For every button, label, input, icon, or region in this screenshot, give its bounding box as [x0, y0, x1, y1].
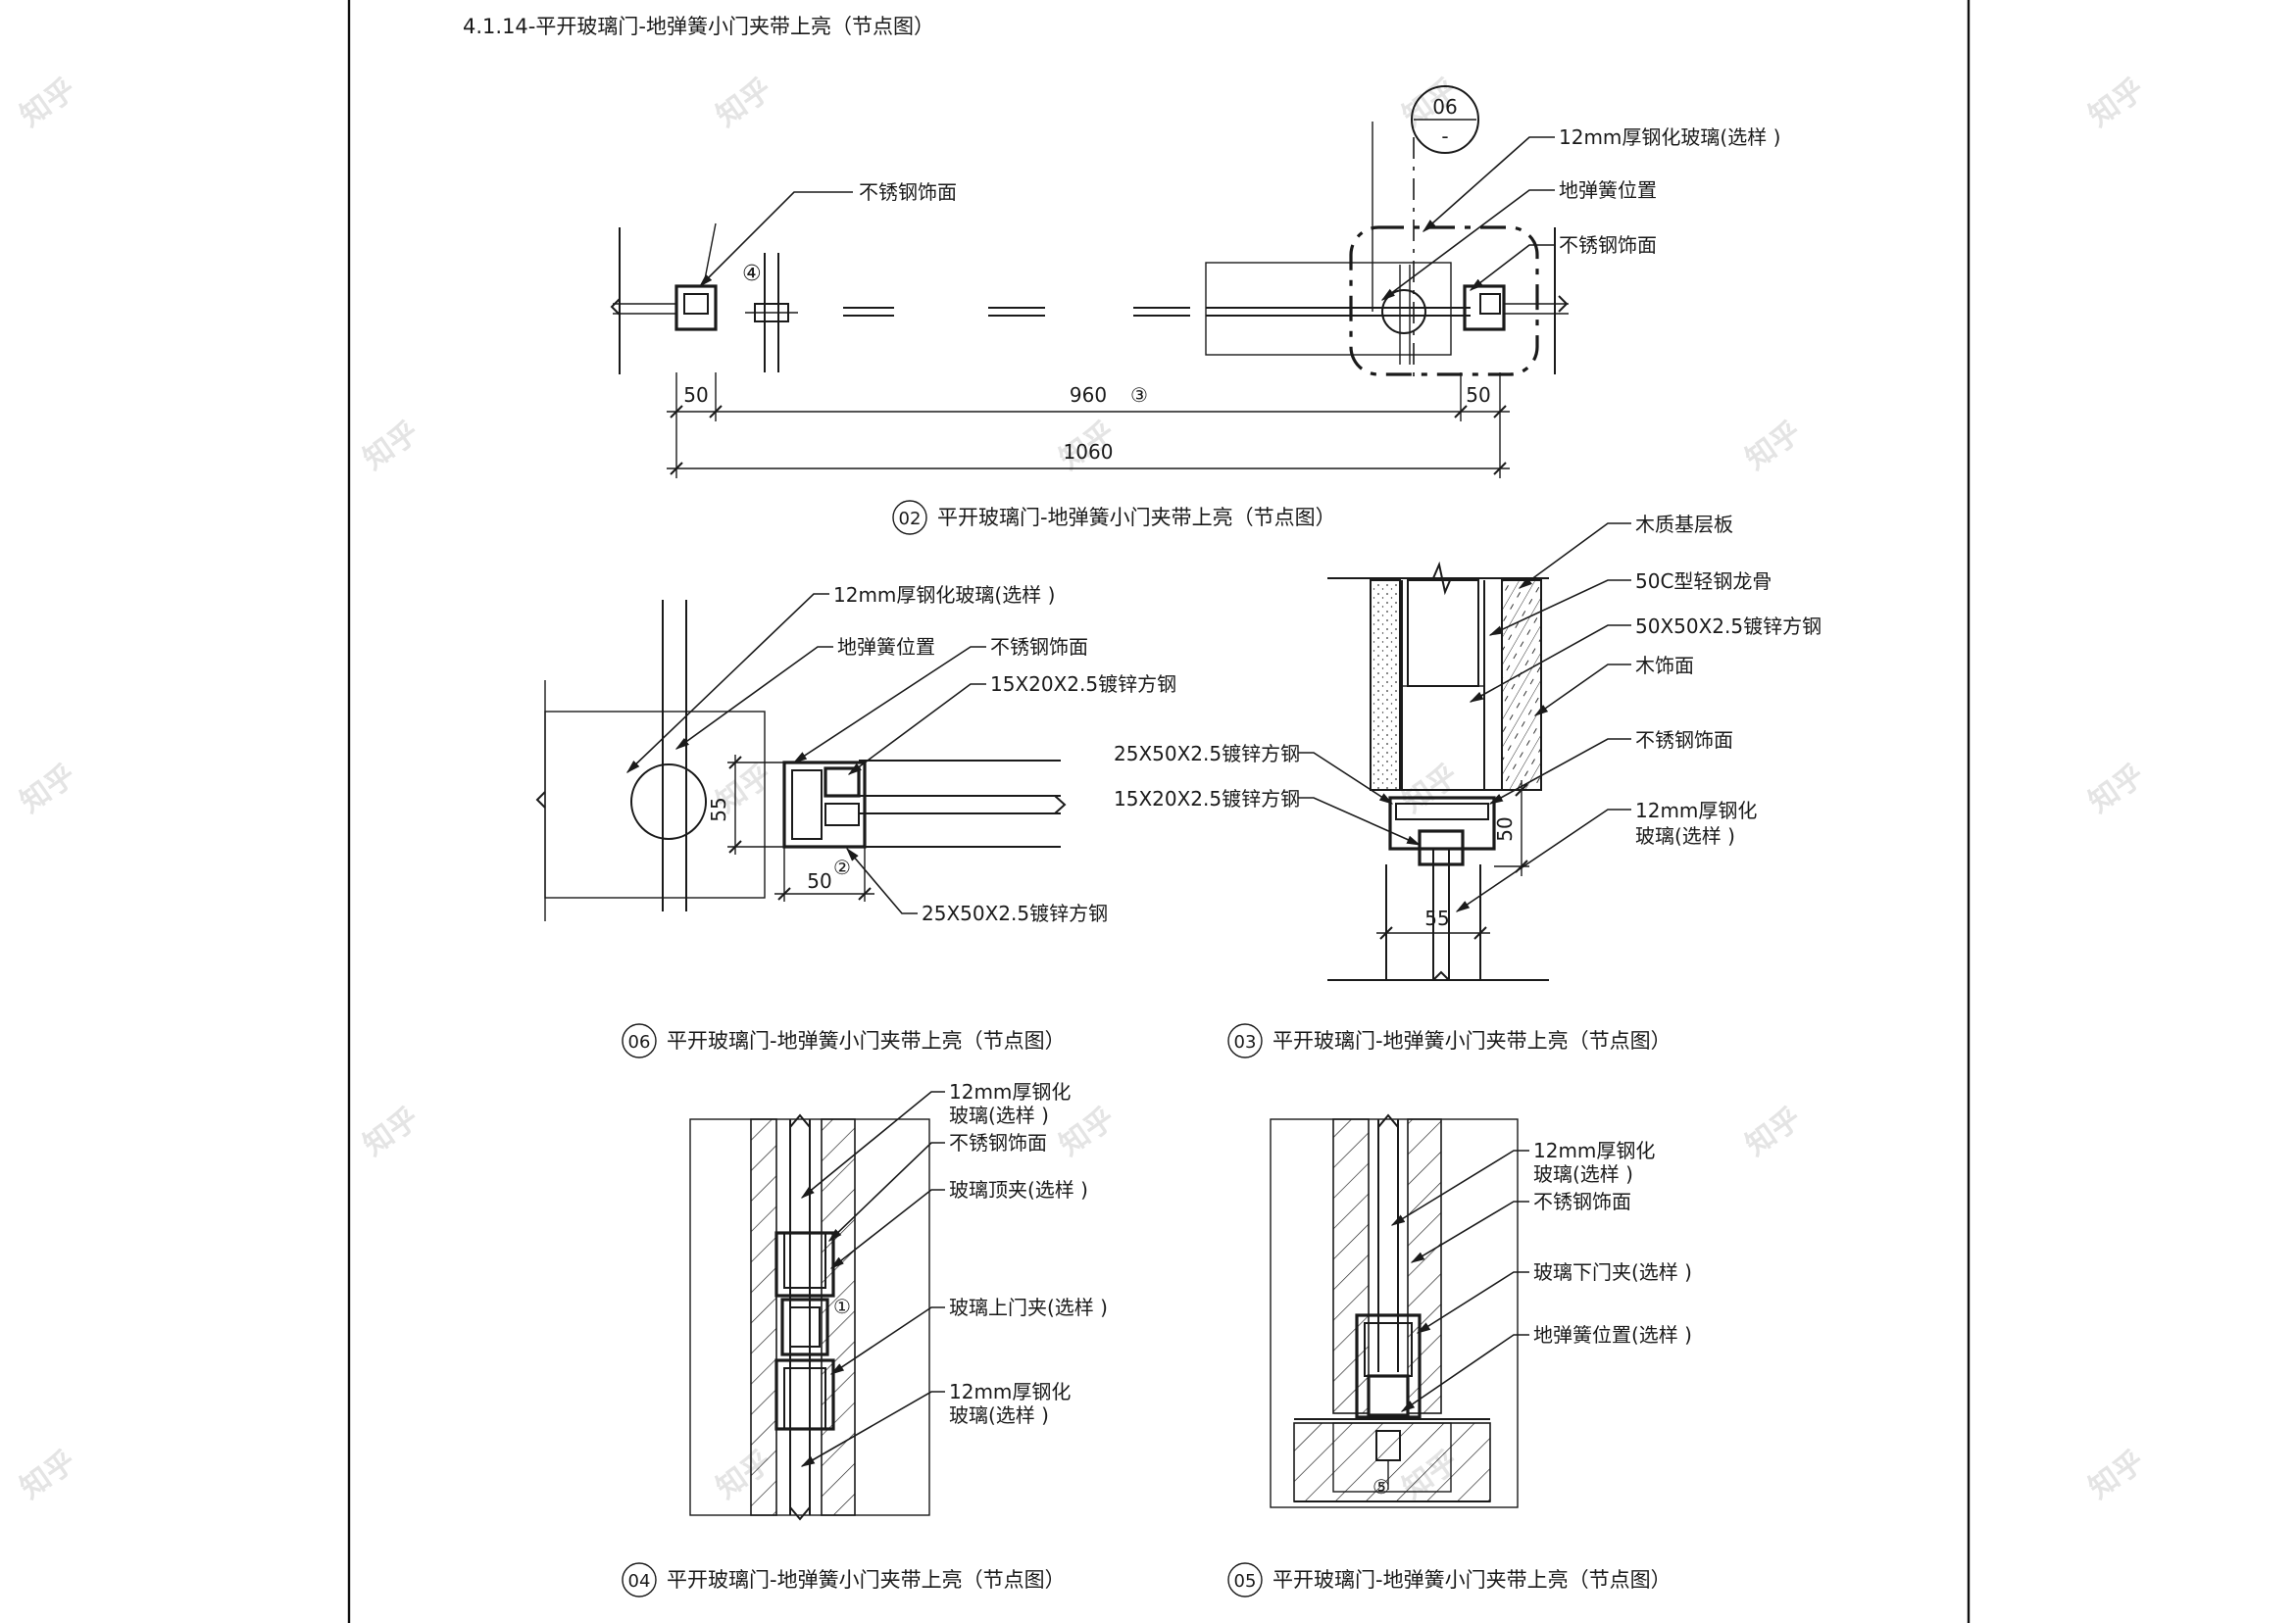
label-ss-right: 不锈钢饰面: [1559, 233, 1657, 257]
label-floor-spring: 地弹簧位置: [837, 635, 935, 659]
ss-profile-left: [674, 284, 718, 331]
label-ss: 不锈钢饰面: [1533, 1190, 1631, 1213]
ss-profile-right: [1463, 284, 1506, 331]
label-glass-2: 玻璃(选样 ): [1635, 824, 1735, 848]
label-ss-left: 不锈钢饰面: [859, 180, 957, 204]
detail-02: ④ 06 - 不锈钢饰面 12mm厚钢化玻璃(选样 ) 地弹簧位置 不锈: [610, 85, 1780, 535]
label-tube-large: 25X50X2.5镀锌方钢: [1114, 742, 1300, 765]
label-wood-face: 木饰面: [1635, 654, 1694, 677]
caption-number: 03: [1234, 1032, 1257, 1053]
label-glass-1: 12mm厚钢化: [1533, 1139, 1655, 1162]
marker-3: ③: [1130, 383, 1148, 407]
watermark: 知乎: [15, 72, 82, 133]
watermark: 知乎: [2083, 1444, 2151, 1505]
dim-left: 50: [683, 383, 708, 407]
center-tube: [780, 1298, 829, 1356]
detail-05: 12mm厚钢化 玻璃(选样 ) 不锈钢饰面 玻璃下门夹(选样 ) 地弹簧位置(选…: [1227, 1113, 1692, 1598]
dim-v: 55: [707, 797, 730, 821]
caption-number: 02: [899, 509, 922, 529]
dim-h: 55: [1424, 907, 1449, 930]
label-glass: 12mm厚钢化玻璃(选样 ): [1559, 125, 1780, 149]
sheet-header: 4.1.14-平开玻璃门-地弹簧小门夹带上亮（节点图）: [463, 15, 934, 38]
watermark-layer: 知乎 知乎 知乎 知乎 知乎 知乎 知乎 知乎 知乎 知乎 知乎 知乎 知乎 知…: [15, 72, 2151, 1505]
caption-02: 平开玻璃门-地弹簧小门夹带上亮（节点图）: [937, 506, 1336, 529]
dim-right: 50: [1466, 383, 1490, 407]
dim-h: 50: [807, 869, 831, 893]
watermark: 知乎: [358, 415, 425, 476]
lower-clamp: [1355, 1313, 1422, 1419]
label-glass-top-2: 玻璃(选样 ): [949, 1104, 1049, 1127]
watermark: 知乎: [2083, 72, 2151, 133]
watermark: 知乎: [15, 1444, 82, 1505]
label-glass: 12mm厚钢化玻璃(选样 ): [833, 583, 1055, 607]
watermark: 知乎: [358, 1101, 425, 1162]
label-tube-small: 15X20X2.5镀锌方钢: [1114, 787, 1300, 811]
marker-2: ②: [833, 856, 851, 879]
tube-25x50: [1388, 796, 1496, 851]
marker-4: ④: [742, 262, 762, 286]
label-tube-small: 15X20X2.5镀锌方钢: [990, 672, 1176, 696]
dim-mid: 960: [1070, 383, 1107, 407]
watermark: 知乎: [1740, 1101, 1808, 1162]
label-glass-1: 12mm厚钢化: [1635, 799, 1757, 822]
detail-04: 12mm厚钢化 玻璃(选样 ) 不锈钢饰面 玻璃顶夹(选样 ) 玻璃上门夹(选样…: [622, 1080, 1108, 1598]
watermark: 知乎: [2083, 758, 2151, 819]
dim-v: 50: [1493, 816, 1517, 841]
tube-15x20: [824, 766, 861, 798]
caption-05: 平开玻璃门-地弹簧小门夹带上亮（节点图）: [1273, 1568, 1672, 1592]
dim-total: 1060: [1064, 440, 1114, 464]
caption-number: 06: [628, 1032, 651, 1053]
label-floor-spring: 地弹簧位置(选样 ): [1533, 1323, 1692, 1347]
tube-15x20: [1418, 829, 1465, 866]
caption-number: 05: [1234, 1571, 1257, 1592]
detail-06: 55 50 ② 12mm厚钢化玻璃(选样 ) 地弹簧位置 不锈钢饰面 15X20…: [535, 583, 1176, 1058]
label-upper-clamp: 玻璃上门夹(选样 ): [949, 1296, 1108, 1319]
watermark: 知乎: [1740, 415, 1808, 476]
label-ss: 不锈钢饰面: [990, 635, 1088, 659]
marker-5: ⑤: [1373, 1475, 1390, 1499]
label-floor-spring: 地弹簧位置: [1559, 178, 1657, 202]
tube-25x50: [782, 761, 867, 849]
section-callout: [1411, 85, 1479, 154]
label-wood-base: 木质基层板: [1635, 513, 1733, 536]
watermark: 知乎: [711, 72, 778, 133]
detail-03: 50 55 木质基层板 50C型轻钢龙骨 50X50X2.5镀锌方钢 木饰面 不…: [1114, 513, 1822, 1058]
caption-number: 04: [628, 1571, 651, 1592]
label-top-clamp: 玻璃顶夹(选样 ): [949, 1178, 1088, 1202]
watermark: 知乎: [15, 758, 82, 819]
label-glass-2: 玻璃(选样 ): [1533, 1162, 1633, 1186]
label-tube-50: 50X50X2.5镀锌方钢: [1635, 615, 1822, 638]
label-ss: 不锈钢饰面: [1635, 728, 1733, 752]
label-glass-bot-2: 玻璃(选样 ): [949, 1403, 1049, 1427]
label-tube-large: 25X50X2.5镀锌方钢: [922, 902, 1108, 925]
watermark: 知乎: [1054, 1101, 1122, 1162]
callout-number: 06: [1432, 95, 1457, 119]
caption-03: 平开玻璃门-地弹簧小门夹带上亮（节点图）: [1273, 1029, 1672, 1053]
label-keel: 50C型轻钢龙骨: [1635, 569, 1772, 593]
marker-1: ①: [833, 1295, 851, 1318]
caption-06: 平开玻璃门-地弹簧小门夹带上亮（节点图）: [667, 1029, 1066, 1053]
caption-04: 平开玻璃门-地弹簧小门夹带上亮（节点图）: [667, 1568, 1066, 1592]
label-glass-bot-1: 12mm厚钢化: [949, 1380, 1071, 1403]
label-glass-top-1: 12mm厚钢化: [949, 1080, 1071, 1104]
label-ss: 不锈钢饰面: [949, 1131, 1047, 1155]
callout-sheet: -: [1441, 124, 1448, 148]
label-lower-clamp: 玻璃下门夹(选样 ): [1533, 1260, 1692, 1284]
